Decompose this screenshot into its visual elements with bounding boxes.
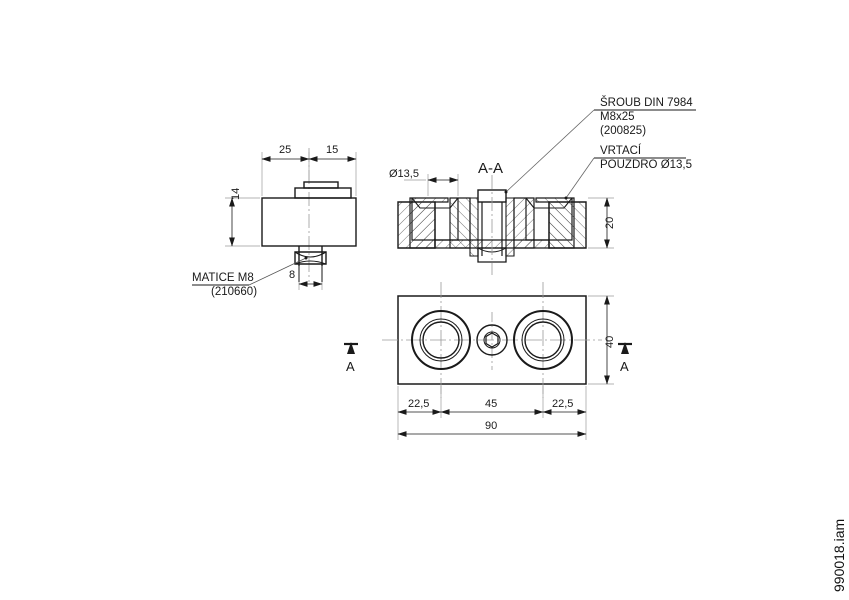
dim-label-d135: Ø13,5 <box>389 168 419 180</box>
section-leaders <box>504 109 696 200</box>
side-upper-step <box>294 187 352 199</box>
plan-left-bushing-outer-circle <box>411 310 471 370</box>
dim-label-25: 25 <box>279 144 292 156</box>
section-mark-left <box>344 342 358 354</box>
dim-label-225-left: 22,5 <box>408 398 430 410</box>
section-mark-right <box>618 342 632 354</box>
plan-center-hex-socket <box>485 332 499 348</box>
matice-leader-dot <box>304 256 308 260</box>
plan-dim-40 <box>588 295 614 385</box>
dim-label-40: 40 <box>604 335 616 348</box>
plan-right-bushing-mid-circle <box>521 318 565 362</box>
side-nut-chamfer-bottom <box>294 260 327 265</box>
section-mark-left-arrow <box>347 342 355 354</box>
note-sroub-line3: (200825) <box>600 125 647 137</box>
note-matice-line2: (210660) <box>211 286 258 298</box>
sroub-leader-line <box>505 109 595 193</box>
plan-view-geometry <box>382 282 602 398</box>
side-dim-8 <box>298 266 323 290</box>
section-screw-shank <box>481 202 503 256</box>
dim-label-14: 14 <box>230 187 242 200</box>
plan-left-bore-circle <box>422 321 460 359</box>
note-vrtaci-line1: VRTACÍ <box>600 145 642 157</box>
section-right-outer-block <box>548 201 587 249</box>
plan-dims-horizontal <box>397 386 587 440</box>
note-matice-line1: MATICE M8 <box>192 272 254 284</box>
section-center-right-hatch <box>505 197 515 257</box>
side-screw-head <box>303 181 339 189</box>
section-center-left-hatch <box>469 197 479 257</box>
dim-label-90: 90 <box>485 420 498 432</box>
section-letter-left: A <box>346 359 355 374</box>
matice-leader <box>192 256 308 286</box>
section-letter-right: A <box>620 359 629 374</box>
filename-label: 990018.iam <box>831 518 847 592</box>
plan-center-head-circle <box>476 324 508 356</box>
dim-label-20: 20 <box>604 216 616 229</box>
note-vrtaci-line2: POUZDRO Ø13,5 <box>600 159 693 171</box>
side-elevation-geometry <box>261 148 357 282</box>
section-dim-d135 <box>404 174 459 196</box>
vrtaci-leader-line <box>565 157 595 199</box>
section-nut <box>477 247 507 263</box>
matice-leader-line <box>248 257 307 286</box>
sroub-leader-dot <box>504 190 508 194</box>
side-dim-25-15 <box>261 152 357 196</box>
plan-right-bushing-outer-circle <box>513 310 573 370</box>
plan-right-bore-circle <box>524 321 562 359</box>
side-dim-14 <box>225 197 260 247</box>
note-sroub-line1: ŠROUB DIN 7984 <box>600 97 693 109</box>
dim-label-15: 15 <box>326 144 339 156</box>
dim-label-225-right: 22,5 <box>552 398 574 410</box>
dim-label-8: 8 <box>289 269 296 281</box>
side-nut-chamfer-top <box>294 251 327 258</box>
section-mark-right-arrow <box>621 342 629 354</box>
plan-left-bushing-mid-circle <box>419 318 463 362</box>
section-dim-20 <box>588 197 614 249</box>
plan-center-inner-circle <box>483 331 501 349</box>
section-left-bushing <box>409 197 449 249</box>
section-aa-geometry <box>397 175 587 275</box>
note-sroub-line2: M8x25 <box>600 111 635 123</box>
vrtaci-leader-dot <box>564 196 568 200</box>
section-title-aa: A-A <box>478 160 504 177</box>
dim-label-45: 45 <box>485 398 498 410</box>
